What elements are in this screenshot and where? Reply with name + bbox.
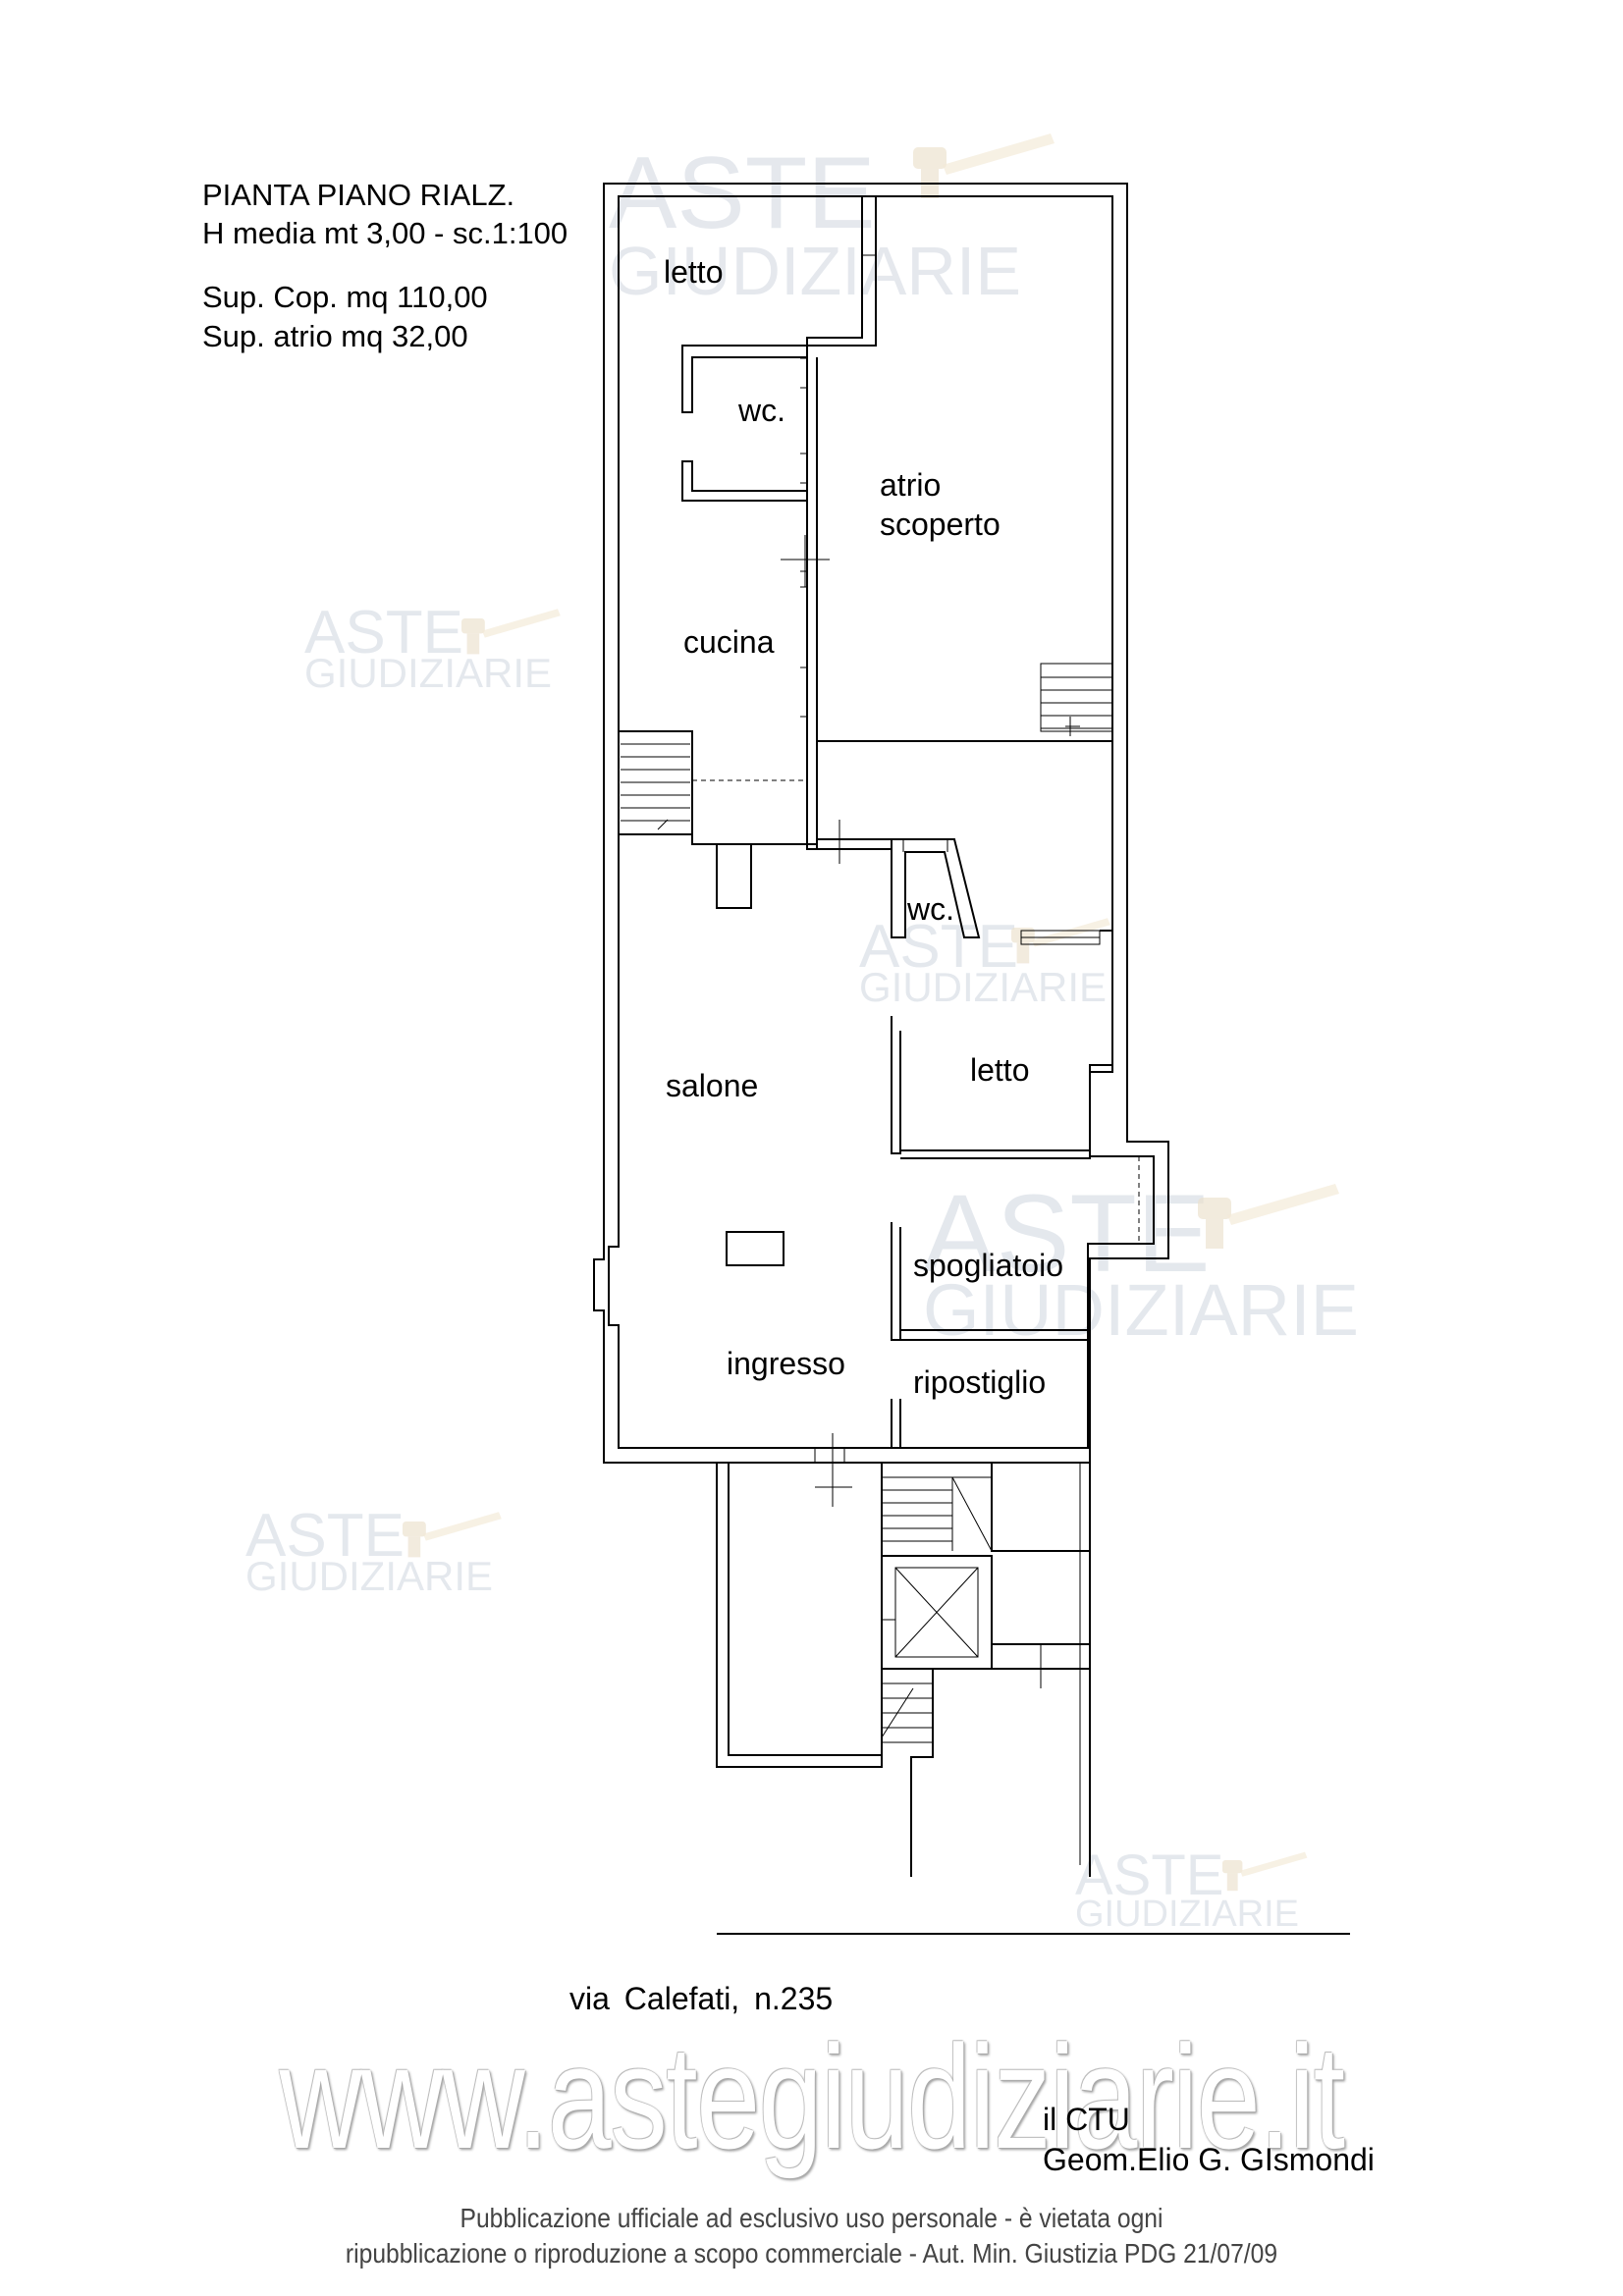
aste-logo-bottom: ASTE GIUDIZIARIE — [1075, 1843, 1308, 1935]
room-label-wc-mid: wc. — [907, 891, 954, 927]
aste-logo-left-1: ASTE GIUDIZIARIE — [304, 599, 561, 696]
aste-logo-right: ASTE GIUDIZIARIE — [923, 1172, 1359, 1351]
gavel-icon — [1222, 1851, 1308, 1892]
room-label-scoperto: scoperto — [880, 507, 1001, 542]
covered-surface: Sup. Cop. mq 110,00 — [202, 280, 488, 314]
svg-text:ASTE: ASTE — [1075, 1843, 1224, 1907]
plan-walls — [593, 183, 1350, 1935]
aste-logo-center: ASTE GIUDIZIARIE — [859, 913, 1110, 1010]
gavel-icon — [1011, 918, 1110, 964]
site-watermark: www.astegiudiziarie.it — [279, 2014, 1345, 2179]
room-label-atrio: atrio — [880, 467, 942, 503]
inner-wall — [608, 195, 1155, 1449]
footer-line-1: Pubblicazione ufficiale ad esclusivo uso… — [460, 2203, 1163, 2233]
svg-text:ASTE: ASTE — [923, 1172, 1211, 1295]
room-label-ingresso: ingresso — [727, 1346, 845, 1381]
gavel-icon — [913, 133, 1055, 198]
logo-aste-text: ASTE — [609, 136, 876, 250]
logo-giudiziarie-text: GIUDIZIARIE — [609, 233, 1021, 309]
aste-logo-left-2: ASTE GIUDIZIARIE — [245, 1502, 502, 1599]
room-label-salone: salone — [666, 1068, 759, 1103]
aste-logo-top: ASTE GIUDIZIARIE — [609, 133, 1055, 309]
room-label-letto-mid: letto — [970, 1052, 1030, 1088]
svg-text:GIUDIZIARIE: GIUDIZIARIE — [245, 1553, 493, 1599]
svg-text:ASTE: ASTE — [304, 599, 463, 667]
plan-title: PIANTA PIANO RIALZ. — [202, 178, 515, 212]
svg-text:GIUDIZIARIE: GIUDIZIARIE — [1075, 1894, 1299, 1935]
atrium-surface: Sup. atrio mq 32,00 — [202, 319, 468, 353]
svg-text:GIUDIZIARIE: GIUDIZIARIE — [304, 650, 552, 696]
svg-text:ASTE: ASTE — [859, 913, 1018, 981]
gavel-icon — [1198, 1184, 1339, 1249]
svg-text:GIUDIZIARIE: GIUDIZIARIE — [859, 964, 1107, 1010]
gavel-icon — [403, 1512, 502, 1558]
height-scale: H media mt 3,00 - sc.1:100 — [202, 216, 568, 250]
ctu-role: il CTU — [1043, 2102, 1130, 2137]
room-label-wc-top: wc. — [738, 393, 785, 428]
room-label-ripostiglio: ripostiglio — [913, 1364, 1047, 1400]
room-label-letto-top: letto — [664, 254, 724, 290]
room-label-spogliatoio: spogliatoio — [913, 1248, 1063, 1283]
street-address: via Calefati, n.235 — [569, 1981, 834, 2016]
gavel-icon — [461, 609, 561, 655]
footer-line-2: ripubblicazione o riproduzione a scopo c… — [345, 2238, 1278, 2269]
ctu-name: Geom.Elio G. GIsmondi — [1043, 2142, 1375, 2177]
room-label-cucina: cucina — [683, 624, 775, 660]
svg-text:ASTE: ASTE — [245, 1502, 405, 1570]
svg-text:GIUDIZIARIE: GIUDIZIARIE — [923, 1269, 1359, 1351]
